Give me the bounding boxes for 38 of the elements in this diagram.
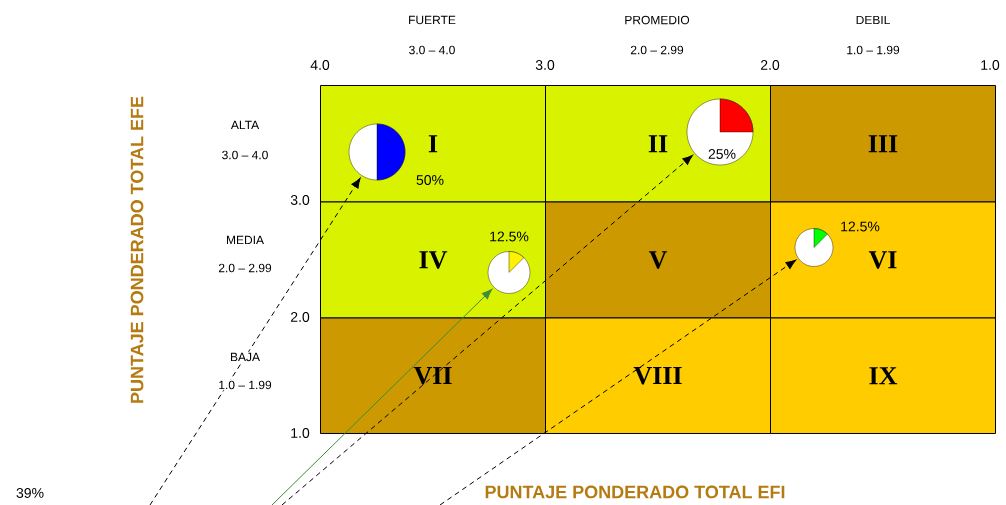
- arrow: [149, 177, 361, 505]
- percent-label: 50%: [416, 175, 444, 185]
- range-label: 1.0 – 1.99: [217, 379, 273, 391]
- range-label: BAJA: [229, 351, 261, 363]
- pie-chart: [487, 251, 531, 294]
- matrix-cell: VIII: [545, 317, 771, 434]
- range-label: FUERTE: [407, 14, 457, 26]
- tick-label: 3.0: [290, 195, 310, 205]
- pie-chart: 25%: [686, 98, 754, 166]
- tick-label: 2.0: [761, 60, 780, 70]
- matrix-cell: IX: [770, 317, 996, 434]
- range-label: 3.0 – 4.0: [220, 149, 270, 161]
- arrow: [281, 155, 693, 505]
- range-label: ALTA: [229, 119, 261, 131]
- range-label: 3.0 – 4.0: [407, 44, 457, 56]
- tick-label: 1.0: [981, 60, 1000, 70]
- tick-label: 1.0: [291, 428, 310, 438]
- percent-label: 12.5%: [841, 221, 880, 232]
- pie-chart: [794, 228, 834, 267]
- tick-label: 2.0: [291, 312, 310, 322]
- tick-label: 39%: [16, 488, 44, 498]
- range-label: 1.0 – 1.99: [845, 44, 901, 56]
- matrix-cell: III: [770, 85, 996, 203]
- pie-chart: [348, 123, 406, 181]
- range-label: MEDIA: [225, 234, 265, 246]
- axis-title: PUNTAJE PONDERADO TOTAL EFE: [130, 96, 144, 403]
- percent-label: 12.5%: [490, 231, 529, 242]
- matrix-cell: VII: [320, 317, 546, 434]
- range-label: 2.0 – 2.99: [217, 262, 273, 274]
- arrow: [439, 259, 797, 505]
- tick-label: 4.0: [310, 60, 330, 70]
- axis-title: PUNTAJE PONDERADO TOTAL EFI: [483, 484, 787, 500]
- range-label: DEBIL: [854, 14, 892, 26]
- arrow: [271, 289, 493, 505]
- matrix-cell: V: [545, 201, 771, 319]
- range-label: PROMEDIO: [623, 14, 691, 26]
- tick-label: 3.0: [535, 60, 555, 70]
- range-label: 2.0 – 2.99: [629, 44, 685, 56]
